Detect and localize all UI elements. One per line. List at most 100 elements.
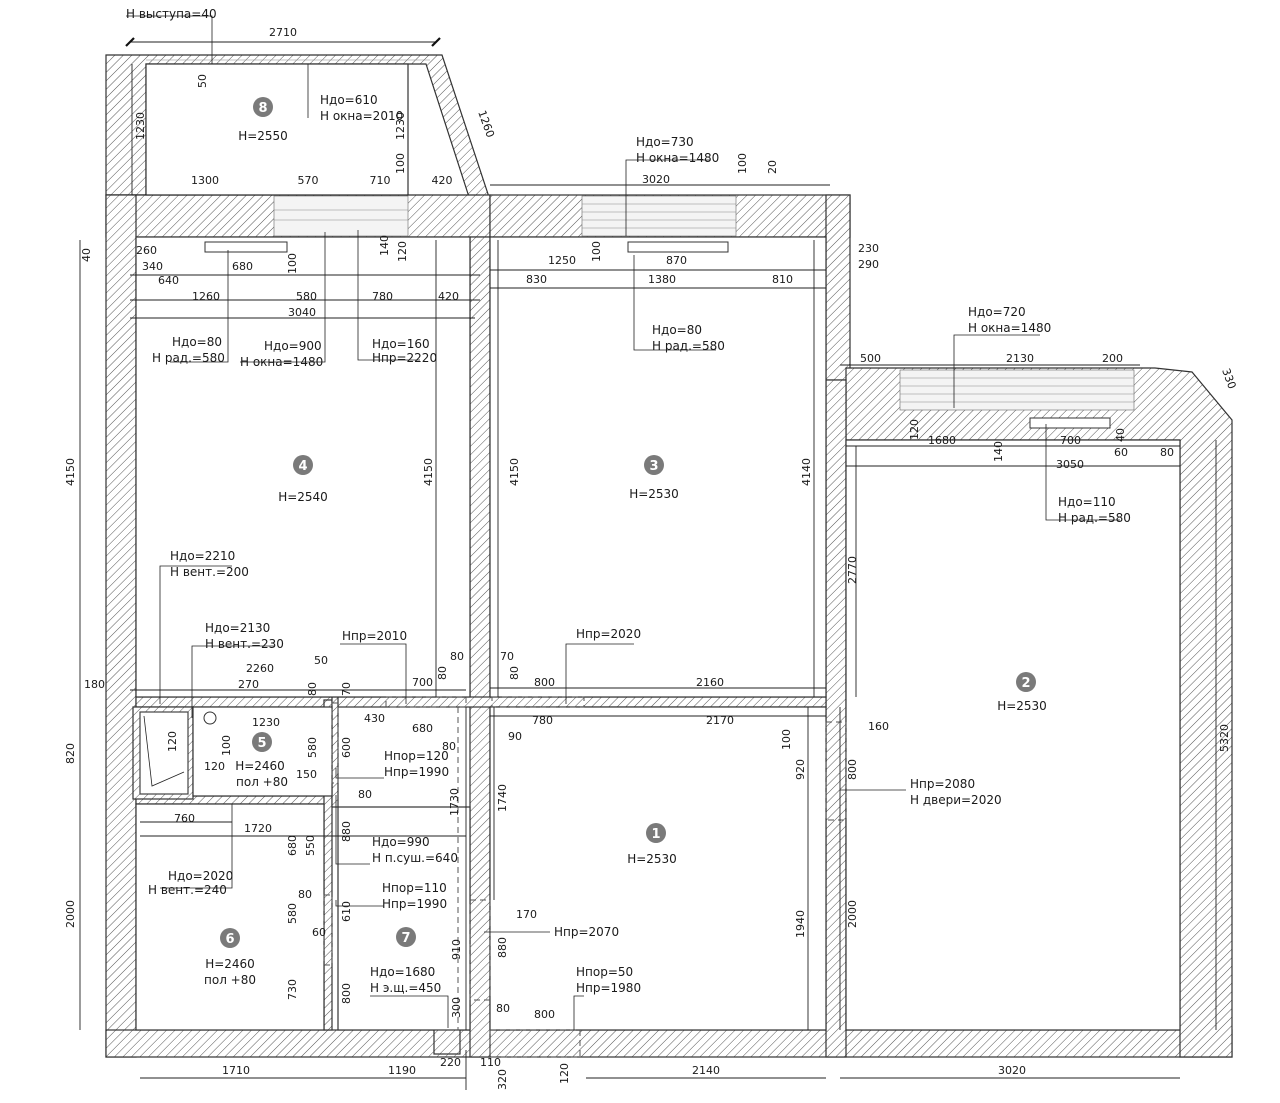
vent-room6-height: H вент.=240 xyxy=(148,883,227,897)
opening-room6 xyxy=(323,894,333,966)
dim-140: 140 xyxy=(378,235,391,256)
dim-220: 220 xyxy=(440,1056,461,1069)
dim-2140: 2140 xyxy=(692,1064,720,1077)
dim-680-b: 680 xyxy=(286,835,299,856)
dim-80-i: 80 xyxy=(496,1002,510,1015)
dim-1730: 1730 xyxy=(448,788,461,816)
dim-160: 160 xyxy=(868,720,889,733)
dim-2170: 2170 xyxy=(706,714,734,727)
dim-800-b: 800 xyxy=(846,759,859,780)
dim-80-a: 80 xyxy=(1160,446,1174,459)
door-openings xyxy=(323,696,847,1058)
leader-lines xyxy=(126,15,1120,1030)
opening-room6-height: Hпр=1990 xyxy=(382,897,447,911)
opening-entry xyxy=(489,1029,581,1058)
dim-80-e: 80 xyxy=(508,666,521,680)
room-7-floor xyxy=(337,806,471,1031)
room4-radiator-height: H рад.=580 xyxy=(152,351,225,365)
dim-80-g: 80 xyxy=(358,788,372,801)
dim-100-d: 100 xyxy=(590,241,603,262)
vent-shaft-inner xyxy=(139,711,189,795)
room-8-height: H=2550 xyxy=(238,129,288,143)
dim-2000-left: 2000 xyxy=(64,900,77,928)
room4-door-sill: Hдо=160 xyxy=(372,337,430,351)
balcony-window-height: H окна=2010 xyxy=(320,109,403,123)
dim-1710: 1710 xyxy=(222,1064,250,1077)
dim-1250: 1250 xyxy=(548,254,576,267)
dim-680: 680 xyxy=(412,722,433,735)
dim-1230-left: 1230 xyxy=(134,112,147,140)
opening-room1 xyxy=(469,899,491,1001)
opening-room4-note: Hпр=2010 xyxy=(342,629,407,643)
opening-room6-threshold: Hпор=110 xyxy=(382,881,447,895)
dim-1230-right: 1230 xyxy=(394,112,407,140)
dimension-lines xyxy=(79,37,1217,1090)
room-3-height: H=2530 xyxy=(629,487,679,501)
dim-810: 810 xyxy=(772,273,793,286)
dim-880-b: 880 xyxy=(496,937,509,958)
door-room2-height: H двери=2020 xyxy=(910,793,1002,807)
room2-window-height: H окна=1480 xyxy=(968,321,1051,335)
room2-window-sill: Hдо=720 xyxy=(968,305,1026,319)
dim-140-b: 140 xyxy=(992,441,1005,462)
room-3-marker xyxy=(644,455,664,475)
dim-760: 760 xyxy=(174,812,195,825)
dim-4150-mid: 4150 xyxy=(422,458,435,486)
room-1-floor xyxy=(489,706,827,1031)
room4-window-sill: Hдо=900 xyxy=(264,339,322,353)
dim-340: 340 xyxy=(142,260,163,273)
partition-4-3 xyxy=(469,236,491,1058)
room-6-floor-offset: пол +80 xyxy=(204,973,256,987)
dim-70-b: 70 xyxy=(500,650,514,663)
dim-710: 710 xyxy=(370,174,391,187)
dim-40: 40 xyxy=(80,248,93,262)
room1-room2-partition xyxy=(825,379,847,1058)
dim-420-top: 420 xyxy=(432,174,453,187)
room-7-marker xyxy=(396,927,416,947)
dim-60-b: 60 xyxy=(312,926,326,939)
dim-70: 70 xyxy=(340,682,353,696)
dim-50-b: 50 xyxy=(314,654,328,667)
dim-640: 640 xyxy=(158,274,179,287)
towel-dryer-sill: Hдо=990 xyxy=(372,835,430,849)
dim-290: 290 xyxy=(858,258,879,271)
dim-1300: 1300 xyxy=(191,174,219,187)
dim-100-b: 100 xyxy=(736,153,749,174)
dim-780: 780 xyxy=(372,290,393,303)
vent-upper-sill: Hдо=2210 xyxy=(170,549,235,563)
vent-upper-height: H вент.=200 xyxy=(170,565,249,579)
room-3-number: 3 xyxy=(649,459,658,474)
dim-120-b: 120 xyxy=(908,419,921,440)
room-6-height: H=2460 xyxy=(205,957,255,971)
dim-3040: 3040 xyxy=(288,306,316,319)
opening-room4 xyxy=(385,696,467,708)
dim-2160: 2160 xyxy=(696,676,724,689)
dim-1190: 1190 xyxy=(388,1064,416,1077)
east-wall-mid xyxy=(825,194,851,381)
dim-100-e: 100 xyxy=(780,729,793,750)
dim-880-a: 880 xyxy=(340,821,353,842)
dim-1680: 1680 xyxy=(928,434,956,447)
dim-120-d: 120 xyxy=(204,760,225,773)
dim-830: 830 xyxy=(526,273,547,286)
entry-height: Hпр=1980 xyxy=(576,981,641,995)
dim-730: 730 xyxy=(286,979,299,1000)
balcony-projection-note: H выступа=40 xyxy=(126,7,217,21)
dim-3020-top: 3020 xyxy=(642,173,670,186)
dim-80-h: 80 xyxy=(298,888,312,901)
dim-100-a: 100 xyxy=(394,153,407,174)
room-1-number: 1 xyxy=(651,827,660,842)
dim-2000-right: 2000 xyxy=(846,900,859,928)
balcony-window-sill: Hдо=610 xyxy=(320,93,378,107)
opening-room3-note: Hпр=2020 xyxy=(576,627,641,641)
dim-80-b: 80 xyxy=(306,682,319,696)
dim-580-c: 580 xyxy=(286,903,299,924)
annotations: H выступа=40 Hдо=610 H окна=2010 Hдо=730… xyxy=(126,7,1131,995)
partition-5-7 xyxy=(331,696,339,808)
dim-1260: 1260 xyxy=(475,109,497,140)
room-8-marker xyxy=(253,97,273,117)
opening-room5 xyxy=(331,702,339,784)
dim-40-b: 40 xyxy=(1114,428,1127,442)
dim-1940: 1940 xyxy=(794,910,807,938)
dim-4140: 4140 xyxy=(800,458,813,486)
